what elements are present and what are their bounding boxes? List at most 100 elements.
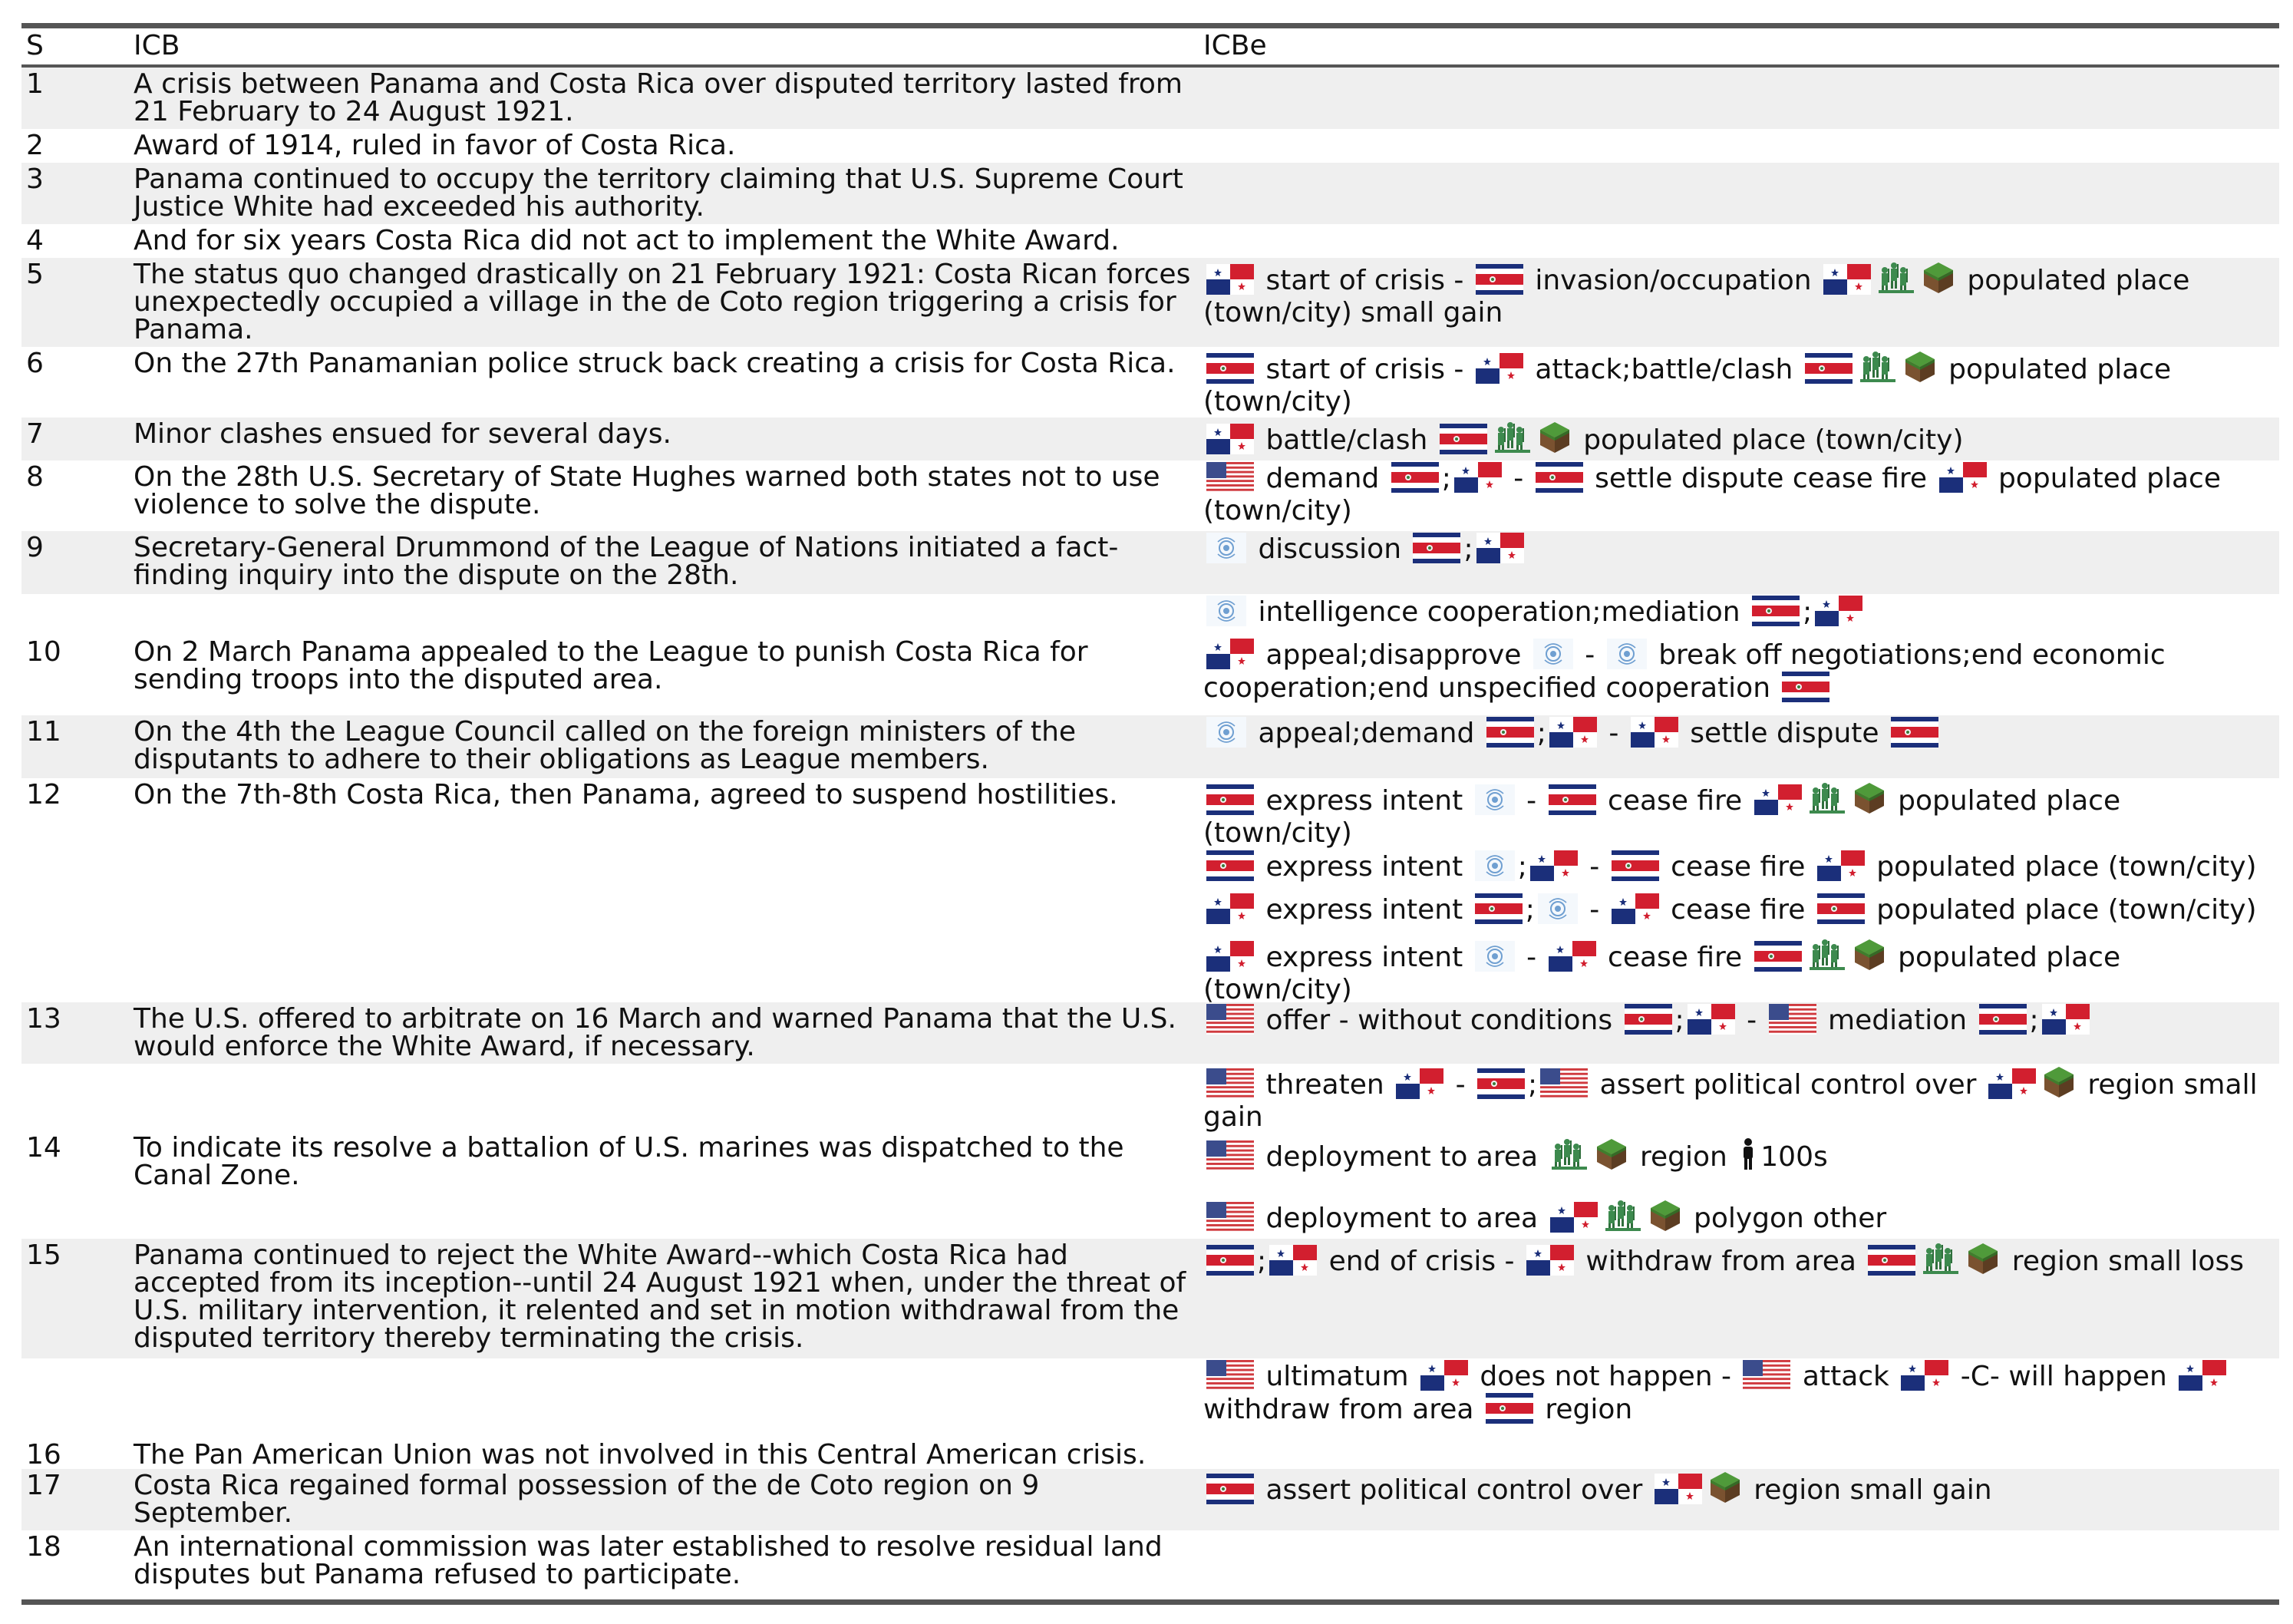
costa-rica-flag-icon: [1865, 1245, 1919, 1277]
event-text: cease fire: [1661, 851, 1814, 883]
row-number: 18: [26, 1531, 61, 1563]
icbe-event: offer - without conditions ; - mediation…: [1203, 1004, 2270, 1037]
event-text: attack;battle/clash: [1526, 354, 1802, 385]
costa-rica-flag-icon: [1749, 596, 1803, 628]
event-text: populated place (town/city): [1574, 424, 1964, 456]
event-text: populated place (town/city): [1867, 894, 2257, 926]
event-text: mediation: [1819, 1005, 1976, 1036]
territory-cube-icon: [1900, 352, 1940, 385]
icb-sentence: Award of 1914, ruled in favor of Costa R…: [134, 130, 736, 161]
event-text: end of crisis -: [1320, 1246, 1523, 1277]
usa-flag-icon: [1766, 1004, 1820, 1036]
panama-flag-icon: [1608, 893, 1662, 926]
event-text: demand: [1257, 463, 1388, 494]
row-number: 15: [26, 1239, 61, 1271]
row-number: 4: [26, 225, 44, 256]
table-row: 18 An international commission was later …: [21, 1530, 2279, 1598]
costa-rica-flag-icon: [1388, 462, 1442, 494]
costa-rica-flag-icon: [1437, 424, 1490, 456]
territory-cube-icon: [1849, 783, 1889, 817]
panama-flag-icon: [1523, 1245, 1577, 1277]
league-of-nations-icon: [1203, 717, 1249, 749]
icb-sentence: On the 27th Panamanian police struck bac…: [134, 348, 1176, 379]
row-number: 6: [26, 348, 44, 379]
costa-rica-flag-icon: [1203, 353, 1257, 385]
event-text: populated place (town/city): [1203, 463, 2221, 526]
event-text: ;: [1536, 718, 1546, 749]
territory-cube-icon: [1849, 939, 1889, 973]
row-number: 16: [26, 1439, 61, 1471]
icbe-event: assert political control over region sma…: [1203, 1471, 2270, 1507]
costa-rica-flag-icon: [1976, 1004, 2030, 1036]
event-text: deployment to area: [1257, 1141, 1547, 1173]
soldiers-icon: [1919, 1243, 1963, 1277]
event-text: cease fire: [1661, 894, 1814, 926]
event-text: ;: [1257, 1246, 1267, 1277]
icb-sentence: The Pan American Union was not involved …: [134, 1439, 1146, 1471]
person-icon: [1736, 1138, 1760, 1173]
usa-flag-icon: [1203, 1140, 1257, 1173]
row-number: 13: [26, 1003, 61, 1035]
event-text: start of crisis -: [1257, 354, 1473, 385]
icb-sentence: The status quo changed drastically on 21…: [134, 259, 1191, 345]
soldiers-icon: [1805, 783, 1849, 817]
league-of-nations-icon: [1203, 596, 1249, 628]
soldiers-icon: [1547, 1139, 1592, 1173]
territory-cube-icon: [1705, 1472, 1745, 1506]
icbe-event: ; end of crisis - withdraw from area reg…: [1203, 1240, 2270, 1278]
league-of-nations-icon: [1472, 784, 1518, 817]
panama-flag-icon: [1546, 717, 1600, 749]
icb-sentence: An international commission was later es…: [134, 1531, 1163, 1590]
icbe-event: demand ; - settle dispute cease fire pop…: [1203, 462, 2270, 527]
costa-rica-flag-icon: [1203, 850, 1257, 883]
event-text: -: [1575, 639, 1604, 671]
event-text: populated place (town/city): [1203, 354, 2172, 418]
costa-rica-flag-icon: [1472, 893, 1526, 926]
league-of-nations-icon: [1535, 893, 1581, 926]
row-number: 11: [26, 716, 61, 748]
panama-flag-icon: [1936, 462, 1990, 494]
event-text: express intent: [1257, 851, 1472, 883]
territory-cube-icon: [1645, 1200, 1685, 1234]
table-row: 13 The U.S. offered to arbitrate on 16 Ma…: [21, 1002, 2279, 1064]
costa-rica-flag-icon: [1533, 462, 1586, 494]
icbe-event: express intent ; - cease fire populated …: [1203, 893, 2270, 926]
row-number: 9: [26, 532, 44, 563]
event-text: does not happen -: [1470, 1361, 1740, 1392]
event-text: ;: [1525, 894, 1535, 926]
territory-cube-icon: [1919, 262, 1958, 296]
icbe-event: discussion ;: [1203, 533, 2270, 566]
event-text: 100s: [1760, 1141, 1828, 1173]
territory-cube-icon: [1535, 422, 1575, 456]
costa-rica-flag-icon: [1814, 893, 1868, 926]
table-header-rule: [21, 64, 2279, 68]
table-bottom-rule: [21, 1599, 2279, 1605]
row-number: 14: [26, 1132, 61, 1164]
row-number: 7: [26, 418, 44, 450]
row-number: 5: [26, 259, 44, 290]
event-text: -: [1599, 718, 1628, 749]
soldiers-icon: [1601, 1200, 1645, 1234]
costa-rica-flag-icon: [1802, 353, 1856, 385]
event-text: -: [1580, 894, 1608, 926]
event-text: ;: [1528, 1069, 1538, 1101]
costa-rica-flag-icon: [1779, 672, 1833, 704]
header-s: S: [26, 30, 44, 61]
panama-flag-icon: [1814, 850, 1868, 883]
row-number: 12: [26, 779, 61, 810]
costa-rica-flag-icon: [1888, 717, 1942, 749]
usa-flag-icon: [1203, 1360, 1257, 1392]
icbe-event: express intent ; - cease fire populated …: [1203, 850, 2270, 883]
event-text: polygon other: [1684, 1203, 1887, 1234]
panama-flag-icon: [1393, 1068, 1447, 1101]
event-text: withdraw from area: [1203, 1394, 1483, 1425]
icb-sentence: The U.S. offered to arbitrate on 16 Marc…: [134, 1003, 1176, 1062]
league-of-nations-icon: [1472, 850, 1518, 883]
panama-flag-icon: [1203, 424, 1257, 456]
panama-flag-icon: [1451, 462, 1505, 494]
league-of-nations-icon: [1604, 639, 1650, 671]
event-text: express intent: [1257, 942, 1472, 973]
